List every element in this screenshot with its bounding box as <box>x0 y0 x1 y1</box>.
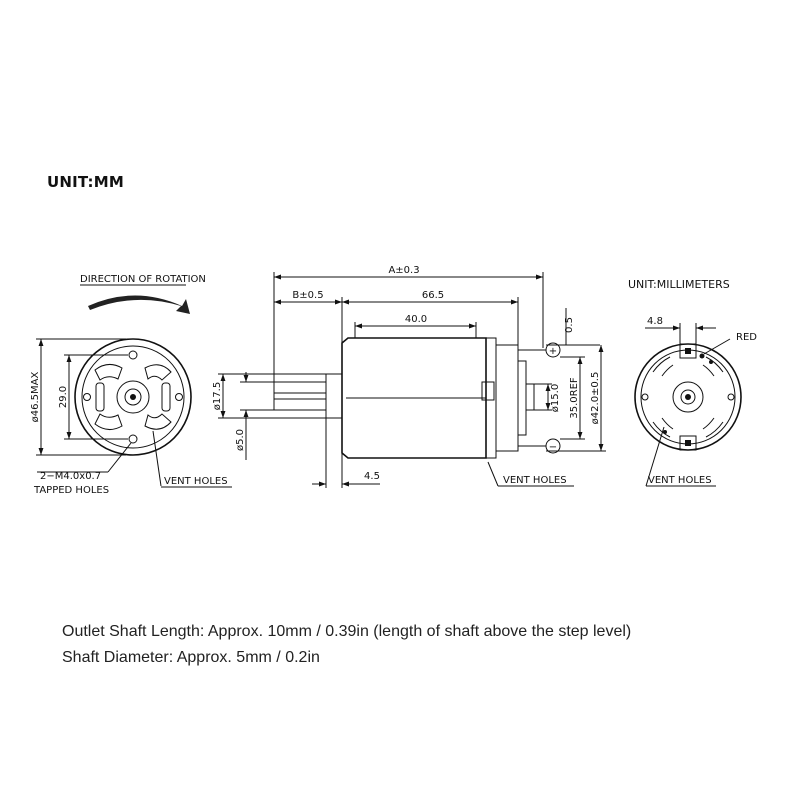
rear-bearing <box>672 381 704 413</box>
caption-shaft-diameter: Shaft Diameter: Approx. 5mm / 0.2in <box>62 649 320 666</box>
tapped-hole-bottom <box>128 434 138 444</box>
dim-body-length: 66.5 <box>422 290 444 301</box>
dim-can-length: 40.0 <box>405 314 427 325</box>
minus-sign: − <box>549 442 557 453</box>
dim-total-length: A±0.3 <box>388 265 419 276</box>
side-vent-label: VENT HOLES <box>503 475 567 486</box>
front-boss <box>116 380 150 414</box>
dim-hole-spacing: 29.0 <box>58 386 69 408</box>
dim-bearing-diameter: ø15.0 <box>550 384 561 412</box>
dim-step: 4.5 <box>364 471 380 482</box>
red-label: RED <box>736 332 757 343</box>
shaft-step <box>325 373 343 419</box>
caption-shaft-length: Outlet Shaft Length: Approx. 10mm / 0.39… <box>62 623 632 640</box>
dim-terminal-width: 4.8 <box>647 316 663 327</box>
front-vent-slots <box>94 364 172 430</box>
front-view: DIRECTION OF ROTATION ø46.5MAX <box>30 274 232 496</box>
dim-boss-diameter: ø17.5 <box>212 382 223 410</box>
rear-view: UNIT:MILLIMETERS 4.8 <box>628 278 757 487</box>
terminal-minus <box>545 438 561 454</box>
tapped-holes-spec: 2−M4.0x0.7 <box>40 471 101 482</box>
dim-b: B±0.5 <box>292 290 323 301</box>
rear-shaft <box>680 389 696 405</box>
tapped-holes-label: TAPPED HOLES <box>33 485 109 496</box>
dim-body-diameter: ø42.0±0.5 <box>590 372 601 425</box>
dim-ref: 35.0REF <box>569 377 580 419</box>
dim-outer-diameter: ø46.5MAX <box>30 371 41 422</box>
dim-shaft-diameter: ø5.0 <box>235 429 246 451</box>
rear-unit-label: UNIT:MILLIMETERS <box>628 278 730 291</box>
front-vent-label: VENT HOLES <box>164 476 228 487</box>
rotation-arrow-icon <box>88 295 190 314</box>
dim-end-gap: 0.5 <box>564 317 575 333</box>
unit-title: UNIT:MM <box>47 173 124 191</box>
side-view: + − A±0.3 B±0.5 66.5 40.0 0.5 ø17.5 <box>212 265 606 488</box>
red-dot-marker <box>699 353 705 359</box>
rear-vent-slots <box>652 356 724 438</box>
plus-sign: + <box>549 346 557 357</box>
front-hole-left <box>83 393 91 401</box>
front-shaft-center <box>130 394 136 400</box>
front-outer-circle <box>74 338 192 456</box>
end-cap <box>495 344 519 452</box>
direction-label: DIRECTION OF ROTATION <box>80 274 206 285</box>
front-hole-right <box>175 393 183 401</box>
rear-terminal-top <box>679 343 697 359</box>
shaft-boss <box>273 381 327 411</box>
terminal-plus <box>545 342 561 358</box>
front-inner-circle <box>81 345 185 449</box>
rear-terminal-bottom <box>679 435 697 451</box>
front-shaft <box>124 388 142 406</box>
rear-vent-label: VENT HOLES <box>648 475 712 486</box>
tapped-hole-top <box>128 350 138 360</box>
